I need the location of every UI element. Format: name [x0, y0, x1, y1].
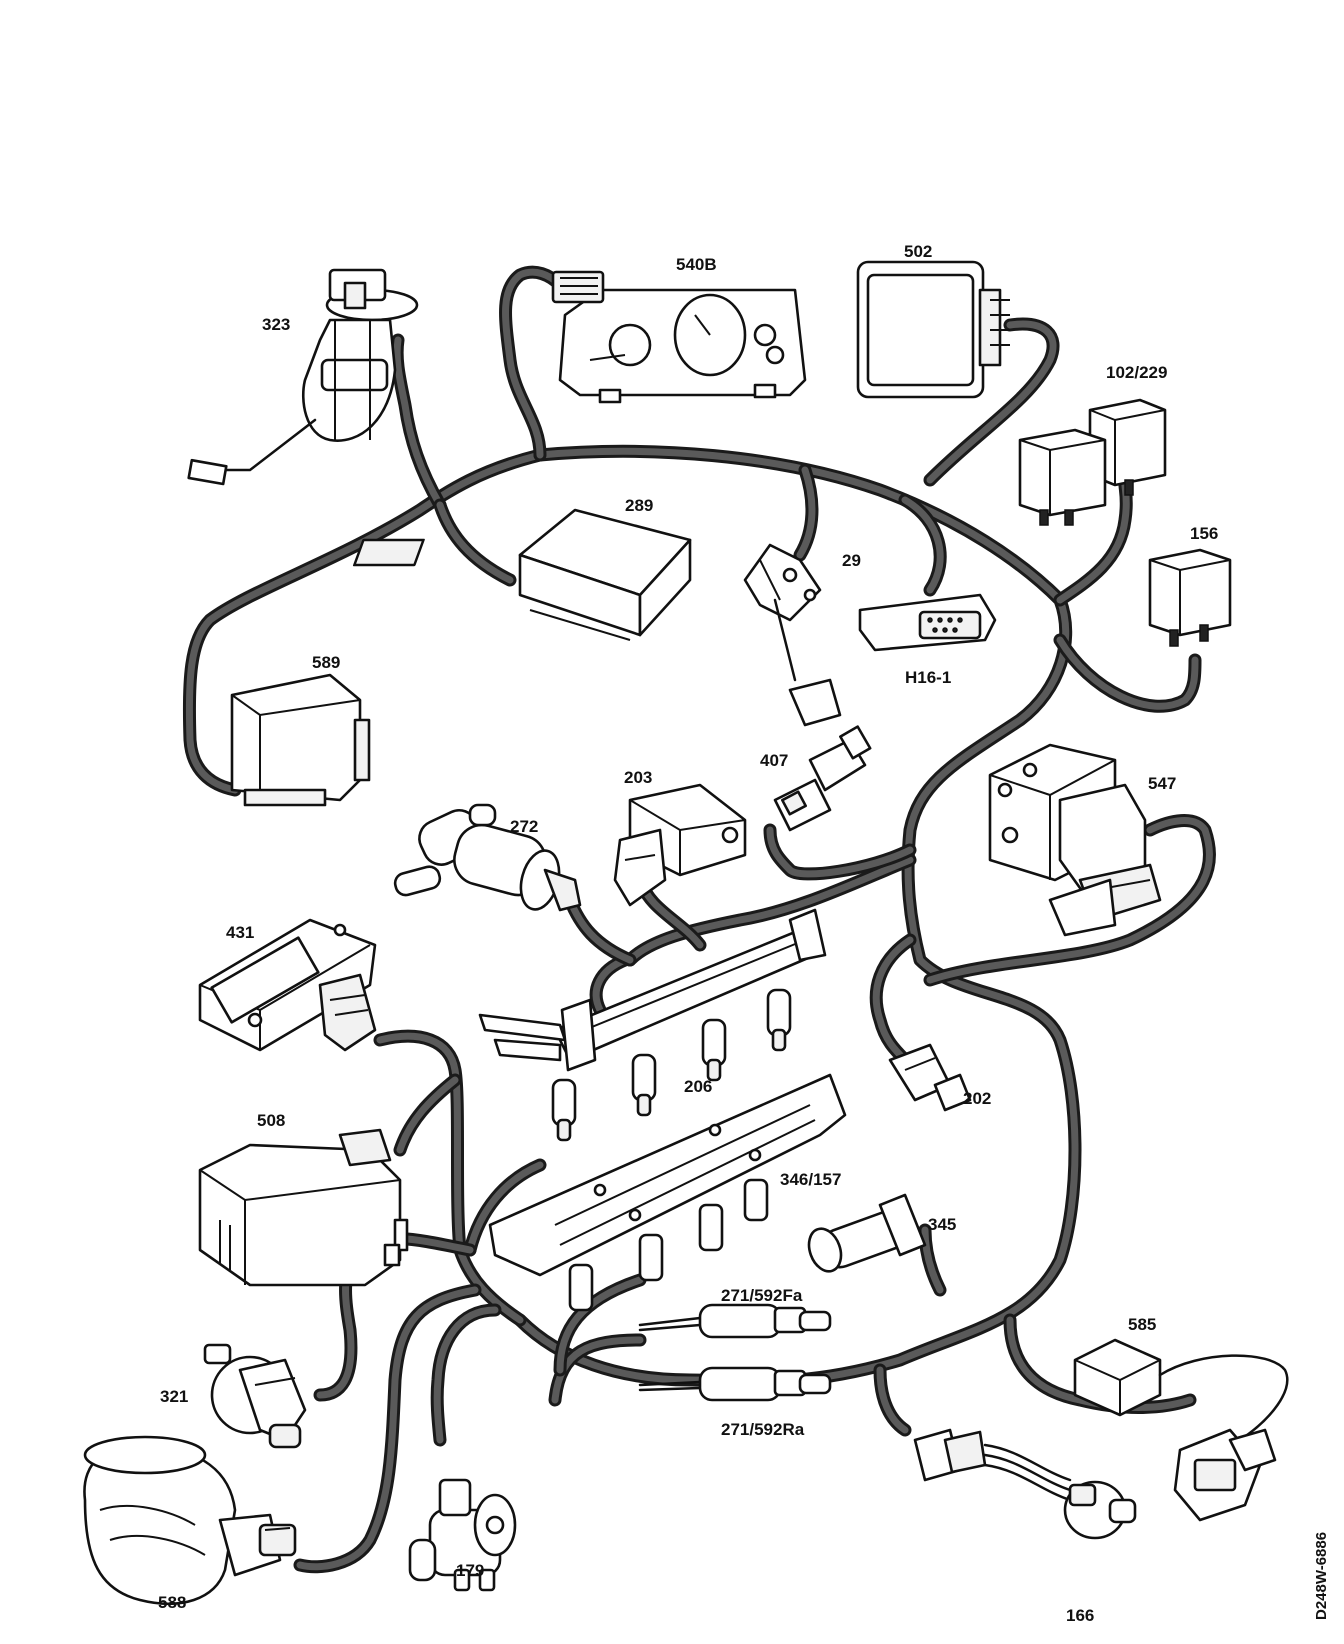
label-fuel-rail-injectors: 206: [684, 1077, 713, 1096]
control-unit-589: [230, 673, 371, 807]
label-ignition-module: 431: [226, 923, 255, 942]
control-unit-289: [352, 508, 692, 641]
label-purge-valve: 179: [456, 1561, 485, 1580]
label-diagnostic-connector: H16-1: [905, 668, 952, 687]
purge-valve: [408, 1478, 517, 1592]
label-pressure-switch: 321: [160, 1387, 189, 1406]
relays-pair: [1018, 398, 1167, 526]
label-ac-pressure-sensor: 166: [1066, 1606, 1095, 1625]
speed-sensor: [807, 1193, 927, 1273]
label-ignition-coil-assembly: 346/157: [780, 1170, 842, 1189]
label-control-unit-508: 508: [257, 1111, 286, 1130]
label-oxygen-sensor-front: 271/592Fa: [721, 1286, 803, 1305]
relay-single: [1148, 548, 1232, 647]
instrument-cluster: [551, 270, 807, 404]
label-pedal-switch: 29: [842, 551, 861, 570]
engine-control-module: [856, 260, 1010, 399]
label-control-unit-289: 289: [625, 496, 654, 515]
temperature-sender: [773, 725, 872, 832]
main-harness: [182, 265, 1216, 1574]
label-speed-sensor: 345: [928, 1215, 957, 1234]
label-air-mass-meter: 588: [158, 1593, 187, 1612]
label-temperature-sender: 407: [760, 751, 789, 770]
label-fuel-pump-sender: 323: [262, 315, 291, 334]
abs-hydraulic-unit: [988, 743, 1162, 937]
drawing-reference: D248W-6886: [1313, 1531, 1330, 1620]
fuel-rail-injectors: [478, 908, 827, 1142]
air-mass-meter: [83, 1435, 297, 1606]
label-instrument-cluster: 540B: [676, 255, 717, 274]
label-relay-single: 156: [1190, 524, 1219, 543]
label-crash-sensor: 585: [1128, 1315, 1157, 1334]
ac-pressure-sensor: [913, 1428, 1137, 1540]
label-idle-air-valve: 272: [510, 817, 539, 836]
label-throttle-position-sensor: 203: [624, 768, 653, 787]
label-engine-control-module: 502: [904, 242, 933, 261]
coolant-temp-sensor: [888, 1043, 972, 1112]
ignition-coil-assembly: [488, 1073, 847, 1312]
idle-air-valve: [393, 803, 582, 912]
ignition-module: [198, 918, 377, 1052]
label-coolant-temp-sensor: 202: [963, 1089, 992, 1108]
crash-sensor: [1073, 1338, 1289, 1522]
oxygen-sensor-rear: [638, 1366, 832, 1402]
diagnostic-connector: [858, 593, 997, 652]
throttle-position-sensor: [613, 783, 747, 907]
label-relays-pair: 102/229: [1106, 363, 1168, 382]
oxygen-sensor-front: [638, 1303, 832, 1339]
label-oxygen-sensor-rear: 271/592Ra: [721, 1420, 805, 1439]
label-control-unit-589: 589: [312, 653, 341, 672]
pedal-switch: [743, 543, 842, 727]
pressure-switch: [203, 1343, 307, 1449]
control-unit-508: [198, 1128, 409, 1287]
fuel-pump-sender: [187, 268, 419, 486]
label-abs-hydraulic-unit: 547: [1148, 774, 1177, 793]
